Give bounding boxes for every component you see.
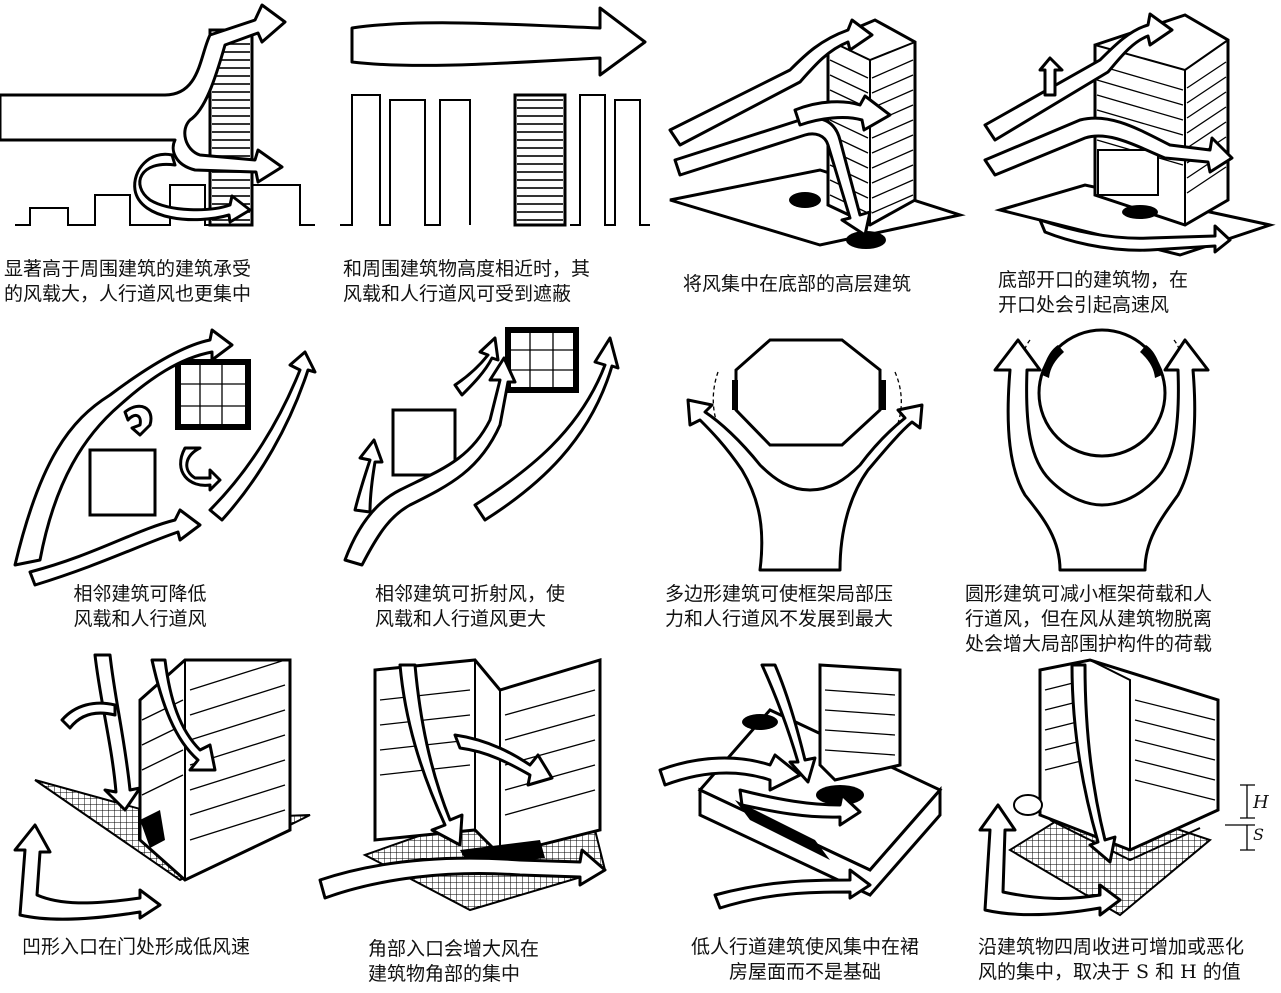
wind-arrow-ground [978,803,1122,917]
wind-arrow-ground [13,823,162,921]
wind-arrow-eddy [133,152,252,224]
wind-arrow-1 [13,328,234,567]
panel-11-drawing [658,663,943,910]
setback-symbol: S [1253,825,1264,844]
caption-panel-6: 相邻建筑可折射风，使 风载和人行道风更大 [375,583,566,630]
caption-panel-2: 和周围建筑物高度相近时，其 风载和人行道风可受到遮蔽 [343,258,591,305]
wind-arrow-over [350,6,647,77]
panel-12-drawing [978,658,1255,917]
panel-2-drawing [340,6,650,227]
wind-arrow-side [150,658,217,772]
building-circle [1037,328,1167,458]
wind-arrow-split [993,338,1210,572]
panel-5-drawing [13,328,317,587]
wind-arrow-ground [318,848,607,900]
wind-arrow-corner [453,733,554,787]
panel-3-drawing [668,18,966,249]
caption-panel-4: 底部开口的建筑物，在 开口处会引起高速风 [998,269,1189,316]
panel-6-drawing [343,327,620,567]
panel-9-drawing [13,653,311,921]
wind-arrow-roof [658,753,802,792]
building-grid [505,327,579,393]
wind-arrow-top [983,12,1174,142]
caption-panel-11: 低人行道建筑使风集中在裙 房屋面而不是基础 [690,936,919,983]
wind-arrow-2 [353,438,384,514]
wind-arrow-top [668,18,874,147]
panel-4-drawing [983,12,1276,257]
caption-panel-5: 相邻建筑可降低 风载和人行道风 [73,583,207,630]
wind-arrow-main [0,3,287,184]
wind-arrow-down [1070,663,1117,864]
panel-7-drawing [686,338,924,572]
caption-panel-1: 显著高于周围建筑的建筑承受 的风载大，人行道风也更集中 [4,258,252,305]
caption-panel-7: 多边形建筑可使框架局部压 力和人行道风不发展到最大 [665,583,894,630]
caption-panel-10: 角部入口会增大风在 建筑物角部的集中 [368,938,540,985]
building-grid [175,359,251,430]
building-octagon [734,338,882,447]
panel-8-drawing [993,328,1210,572]
building-square [391,408,457,477]
panel-10-drawing [318,657,607,912]
building-square [88,448,157,517]
caption-panel-8: 圆形建筑可减小框架荷载和人 行道风，但在风从建筑物脱离 处会增大局部围护构件的荷… [965,583,1213,655]
wind-arrow-down [398,663,464,847]
height-symbol: H [1253,792,1269,813]
wind-arrow-3 [473,336,620,522]
caption-panel-3: 将风集中在底部的高层建筑 [683,273,912,295]
wind-arrow-down [760,663,817,784]
panel-1-drawing [0,3,315,227]
wind-arrow-through [983,116,1234,177]
caption-panel-9: 凹形入口在门处形成低风速 [22,936,251,958]
wind-arrow-1 [343,356,517,567]
wind-arrow-3 [208,350,317,522]
wind-arrow-2 [28,508,202,587]
wind-arrow-split [686,398,924,572]
wind-arrow-down [93,653,142,812]
caption-panel-12: 沿建筑物四周收进可增加或恶化 风的集中，取决于 S 和 H 的值 [978,936,1245,983]
